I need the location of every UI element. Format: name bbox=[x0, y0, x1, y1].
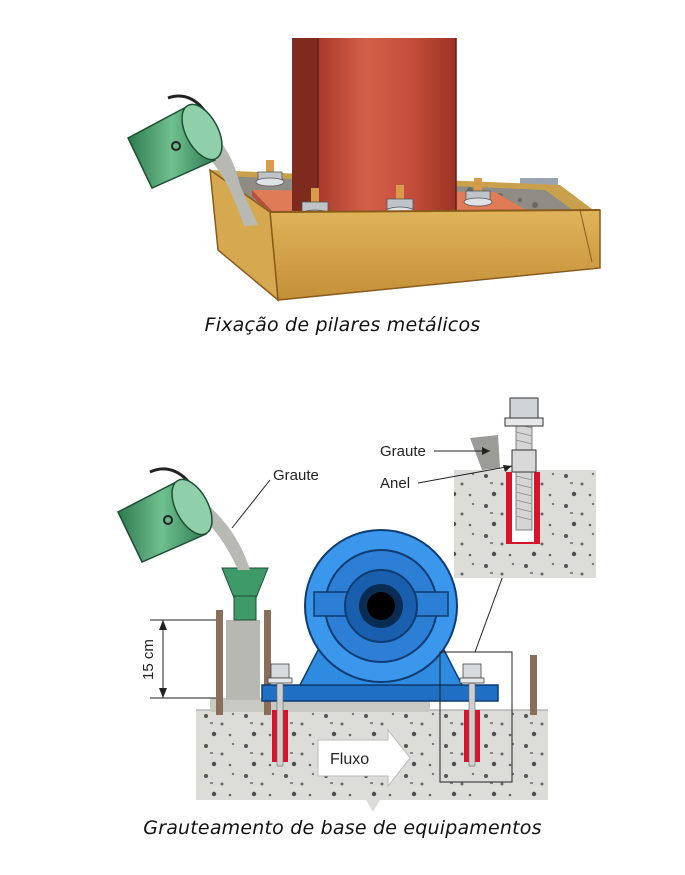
height-dimension-label: 15 cm bbox=[140, 639, 157, 680]
equipment-grouting-illustration: Graute 15 cm Fluxo bbox=[117, 397, 596, 812]
grout-bucket-icon bbox=[127, 94, 223, 189]
grout-label: Graute bbox=[273, 467, 319, 484]
flow-label: Fluxo bbox=[330, 751, 369, 768]
anchor-bolt-left bbox=[267, 663, 293, 767]
column-base-caption: Fixação de pilares metálicos bbox=[204, 314, 481, 336]
detail-grout-label: Graute bbox=[380, 443, 426, 460]
anchor-bolt-right bbox=[459, 663, 485, 767]
ring-label: Anel bbox=[380, 475, 410, 492]
column-base-illustration bbox=[127, 38, 601, 302]
flow-arrow-icon bbox=[317, 728, 411, 788]
equipment-grouting-caption: Grauteamento de base de equipamentos bbox=[143, 817, 542, 839]
grout-bucket-icon bbox=[117, 467, 213, 563]
